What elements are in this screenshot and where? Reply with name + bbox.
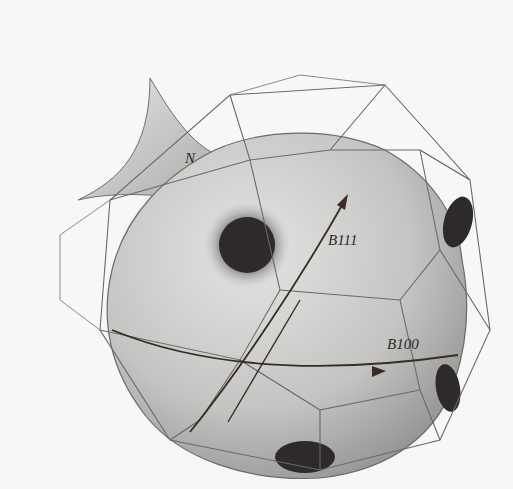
orbit-label: B111 bbox=[326, 232, 359, 249]
orbit-label: B100 bbox=[385, 336, 421, 353]
point-label: N bbox=[183, 150, 197, 167]
